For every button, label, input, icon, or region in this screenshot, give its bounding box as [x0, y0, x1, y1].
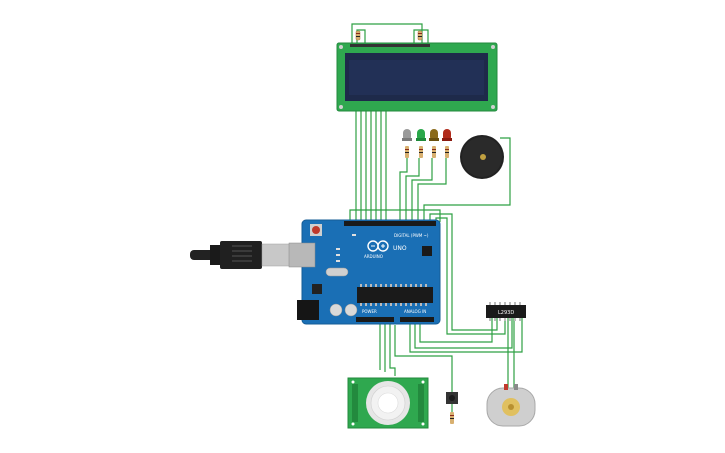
pull-down-resistor	[450, 412, 454, 424]
arduino-uno-board: UNO ARDUINO DIGITAL (PWM ~) POWER ANALOG…	[288, 219, 441, 325]
analog-label: ANALOG IN	[404, 309, 426, 314]
usb-cable	[190, 241, 291, 269]
board-brand-text: ARDUINO	[364, 254, 383, 259]
icsp-header	[422, 246, 432, 256]
motor-driver-label: L293D	[498, 310, 514, 316]
crystal-oscillator	[325, 267, 349, 277]
capacitor-1	[329, 303, 343, 317]
pir-sensor	[347, 377, 429, 429]
board-model-text: UNO	[393, 245, 407, 252]
motor-driver-ic: L293D	[486, 302, 526, 321]
voltage-regulator	[312, 284, 322, 294]
power-header	[356, 317, 394, 322]
green-led	[416, 129, 426, 158]
lcd-display	[336, 42, 498, 112]
push-button	[446, 392, 458, 404]
digital-header	[344, 221, 436, 226]
digital-label: DIGITAL (PWM ~)	[394, 233, 429, 238]
capacitor-2	[344, 303, 358, 317]
atmega-chip	[357, 287, 433, 303]
power-jack	[297, 300, 319, 320]
lcd-resistor-2	[417, 30, 423, 41]
white-led	[402, 129, 412, 158]
lcd-pin-header	[350, 44, 430, 47]
piezo-buzzer	[460, 135, 504, 179]
wires	[349, 23, 523, 415]
power-label: POWER	[362, 309, 377, 314]
dc-motor	[486, 384, 536, 427]
arduino-logo	[367, 240, 389, 252]
reset-button	[312, 226, 320, 234]
red-led	[442, 129, 452, 158]
lcd-resistor-1	[355, 30, 361, 41]
yellow-led	[429, 129, 439, 158]
usb-port	[288, 242, 316, 268]
analog-header	[400, 317, 434, 322]
